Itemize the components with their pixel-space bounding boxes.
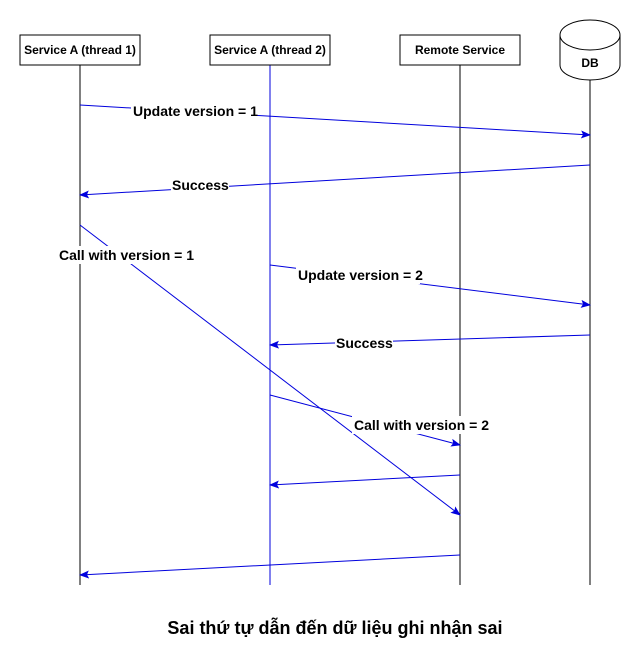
message-4-label: Update version = 2 — [298, 267, 423, 283]
message-5-arrow — [269, 334, 591, 349]
message-5-label: Success — [336, 335, 393, 351]
message-3-arrow — [79, 224, 461, 516]
message-5: Success — [269, 334, 591, 352]
participant-thread2-label: Service A (thread 2) — [214, 43, 326, 57]
message-2-label: Success — [172, 177, 229, 193]
message-3: Call with version = 1 — [58, 224, 461, 516]
message-7-arrow — [269, 474, 461, 489]
message-3-label: Call with version = 1 — [59, 247, 194, 263]
message-8 — [79, 554, 461, 579]
participant-remote: Remote Service — [399, 34, 521, 66]
message-2-arrow — [79, 164, 591, 199]
message-1: Update version = 1 — [79, 102, 591, 139]
participant-thread1: Service A (thread 1) — [19, 34, 141, 66]
participant-db-label: DB — [581, 56, 599, 70]
message-8-arrow — [79, 554, 461, 579]
participant-remote-label: Remote Service — [415, 43, 505, 57]
message-7 — [269, 474, 461, 489]
message-2: Success — [79, 164, 591, 199]
participant-thread2: Service A (thread 2) — [209, 34, 331, 66]
diagram-caption: Sai thứ tự dẫn đến dữ liệu ghi nhận sai — [167, 618, 503, 638]
message-4: Update version = 2 — [269, 264, 591, 308]
participant-thread1-label: Service A (thread 1) — [24, 43, 136, 57]
message-1-label: Update version = 1 — [133, 103, 258, 119]
message-6-label: Call with version = 2 — [354, 417, 489, 433]
message-6: Call with version = 2 — [269, 394, 490, 447]
participant-db-cylinder: DB — [559, 19, 621, 81]
